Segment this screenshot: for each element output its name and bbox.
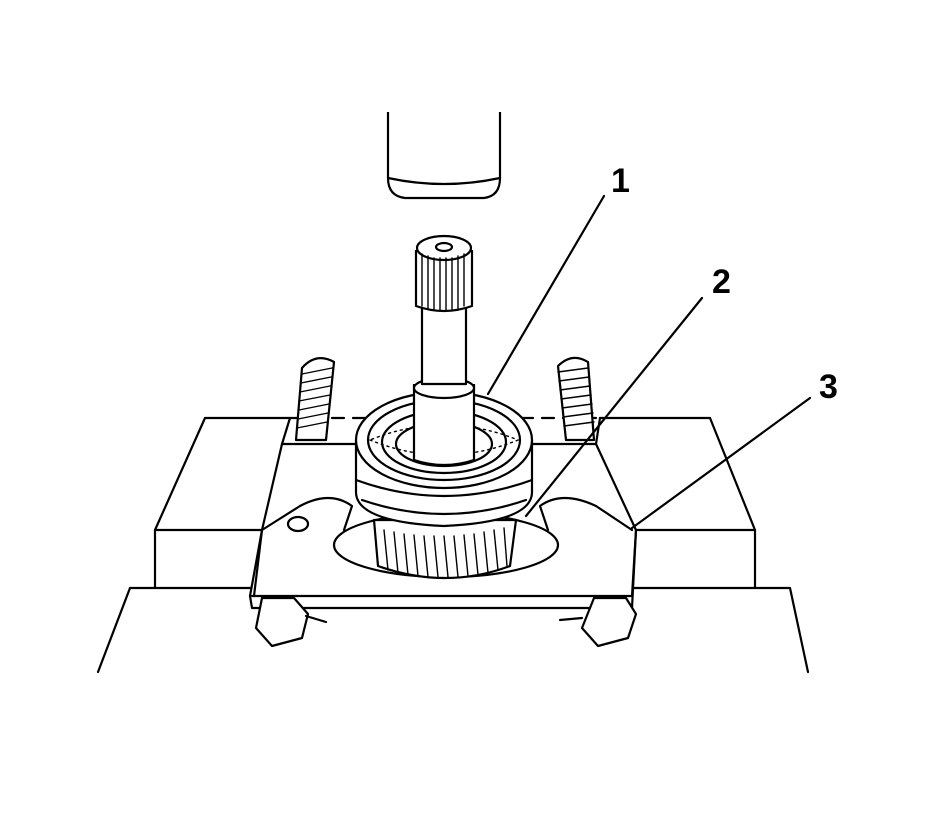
callout-3-label: 3 (819, 368, 838, 406)
threaded-stud-right (556, 356, 596, 442)
press-ram (386, 112, 502, 200)
output-shaft (412, 234, 476, 467)
leader-line-3 (630, 396, 812, 530)
bolt-left (254, 596, 328, 648)
leader-lines (486, 194, 812, 530)
gear (372, 518, 518, 580)
callout-1-label: 1 (611, 162, 630, 200)
bolt-right (558, 596, 638, 648)
callout-2-label: 2 (712, 263, 731, 301)
leader-line-1 (486, 194, 606, 396)
threaded-stud-left (294, 357, 336, 442)
leader-line-2 (524, 296, 704, 518)
